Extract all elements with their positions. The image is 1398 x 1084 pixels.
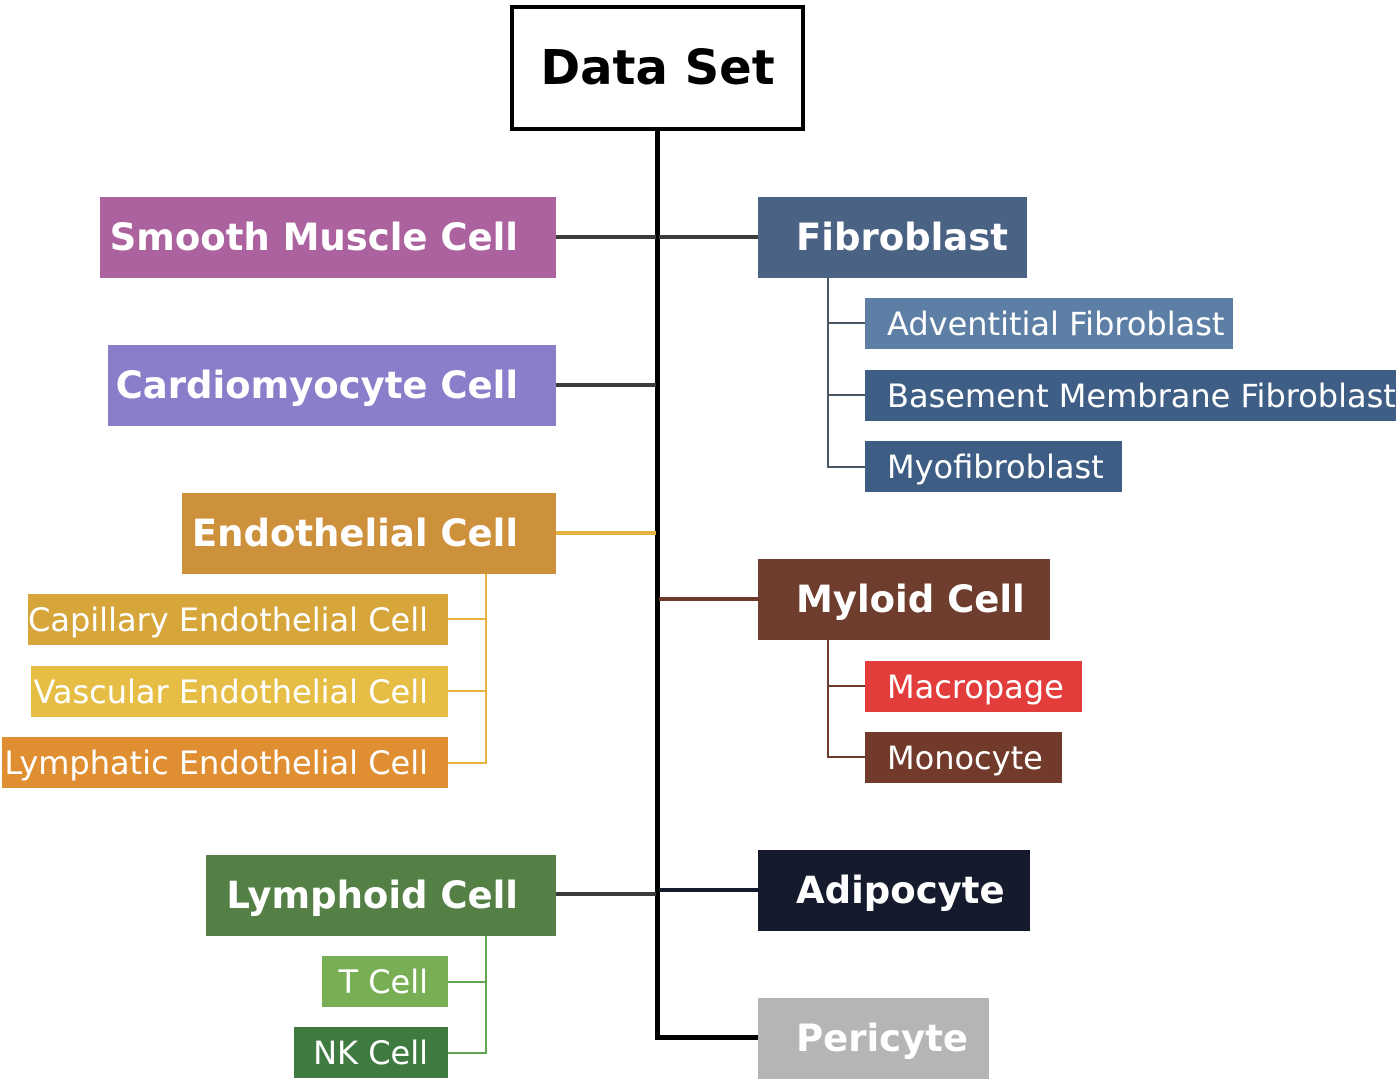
lymphoid-branch-1 (448, 981, 487, 983)
node-capillary-endothelial-cell: Capillary Endothelial Cell (28, 594, 448, 645)
connector-myloid (659, 597, 759, 601)
endothelial-branch-1 (448, 618, 487, 620)
lymphoid-branch-2 (448, 1052, 487, 1054)
root-node: Data Set (510, 5, 805, 131)
node-macropage: Macropage (865, 661, 1082, 712)
myloid-branch-1 (827, 685, 866, 687)
connector-smooth-muscle (556, 235, 656, 239)
node-fibroblast: Fibroblast (758, 197, 1027, 278)
node-adventitial-fibroblast: Adventitial Fibroblast (865, 298, 1233, 349)
lymphoid-branch-line (485, 936, 487, 1054)
connector-endothelial (556, 531, 656, 535)
node-pericyte: Pericyte (758, 998, 989, 1079)
fibroblast-branch-1 (827, 322, 866, 324)
node-endothelial-cell: Endothelial Cell (182, 493, 556, 574)
fibroblast-branch-line (827, 278, 829, 468)
node-vascular-endothelial-cell: Vascular Endothelial Cell (31, 666, 448, 717)
endothelial-branch-2 (448, 690, 487, 692)
myloid-branch-2 (827, 756, 866, 758)
endothelial-branch-3 (448, 762, 487, 764)
node-adipocyte: Adipocyte (758, 850, 1030, 931)
node-lymphatic-endothelial-cell: Lymphatic Endothelial Cell (2, 737, 448, 788)
node-nk-cell: NK Cell (294, 1027, 448, 1078)
node-myloid-cell: Myloid Cell (758, 559, 1050, 640)
myloid-branch-line (827, 640, 829, 758)
node-basement-membrane-fibroblast: Basement Membrane Fibroblast (865, 370, 1396, 421)
connector-adipocyte (659, 888, 759, 892)
connector-pericyte (659, 1035, 759, 1040)
node-t-cell: T Cell (322, 956, 448, 1007)
connector-fibroblast (659, 235, 759, 239)
connector-lymphoid (556, 892, 656, 896)
fibroblast-branch-2 (827, 394, 866, 396)
connector-cardiomyocyte (556, 383, 656, 387)
trunk-line (655, 131, 660, 1040)
endothelial-branch-line (485, 574, 487, 764)
node-smooth-muscle-cell: Smooth Muscle Cell (100, 197, 556, 278)
fibroblast-branch-3 (827, 466, 866, 468)
node-lymphoid-cell: Lymphoid Cell (206, 855, 556, 936)
node-myofibroblast: Myofibroblast (865, 441, 1122, 492)
node-monocyte: Monocyte (865, 732, 1062, 783)
node-cardiomyocyte-cell: Cardiomyocyte Cell (108, 345, 556, 426)
